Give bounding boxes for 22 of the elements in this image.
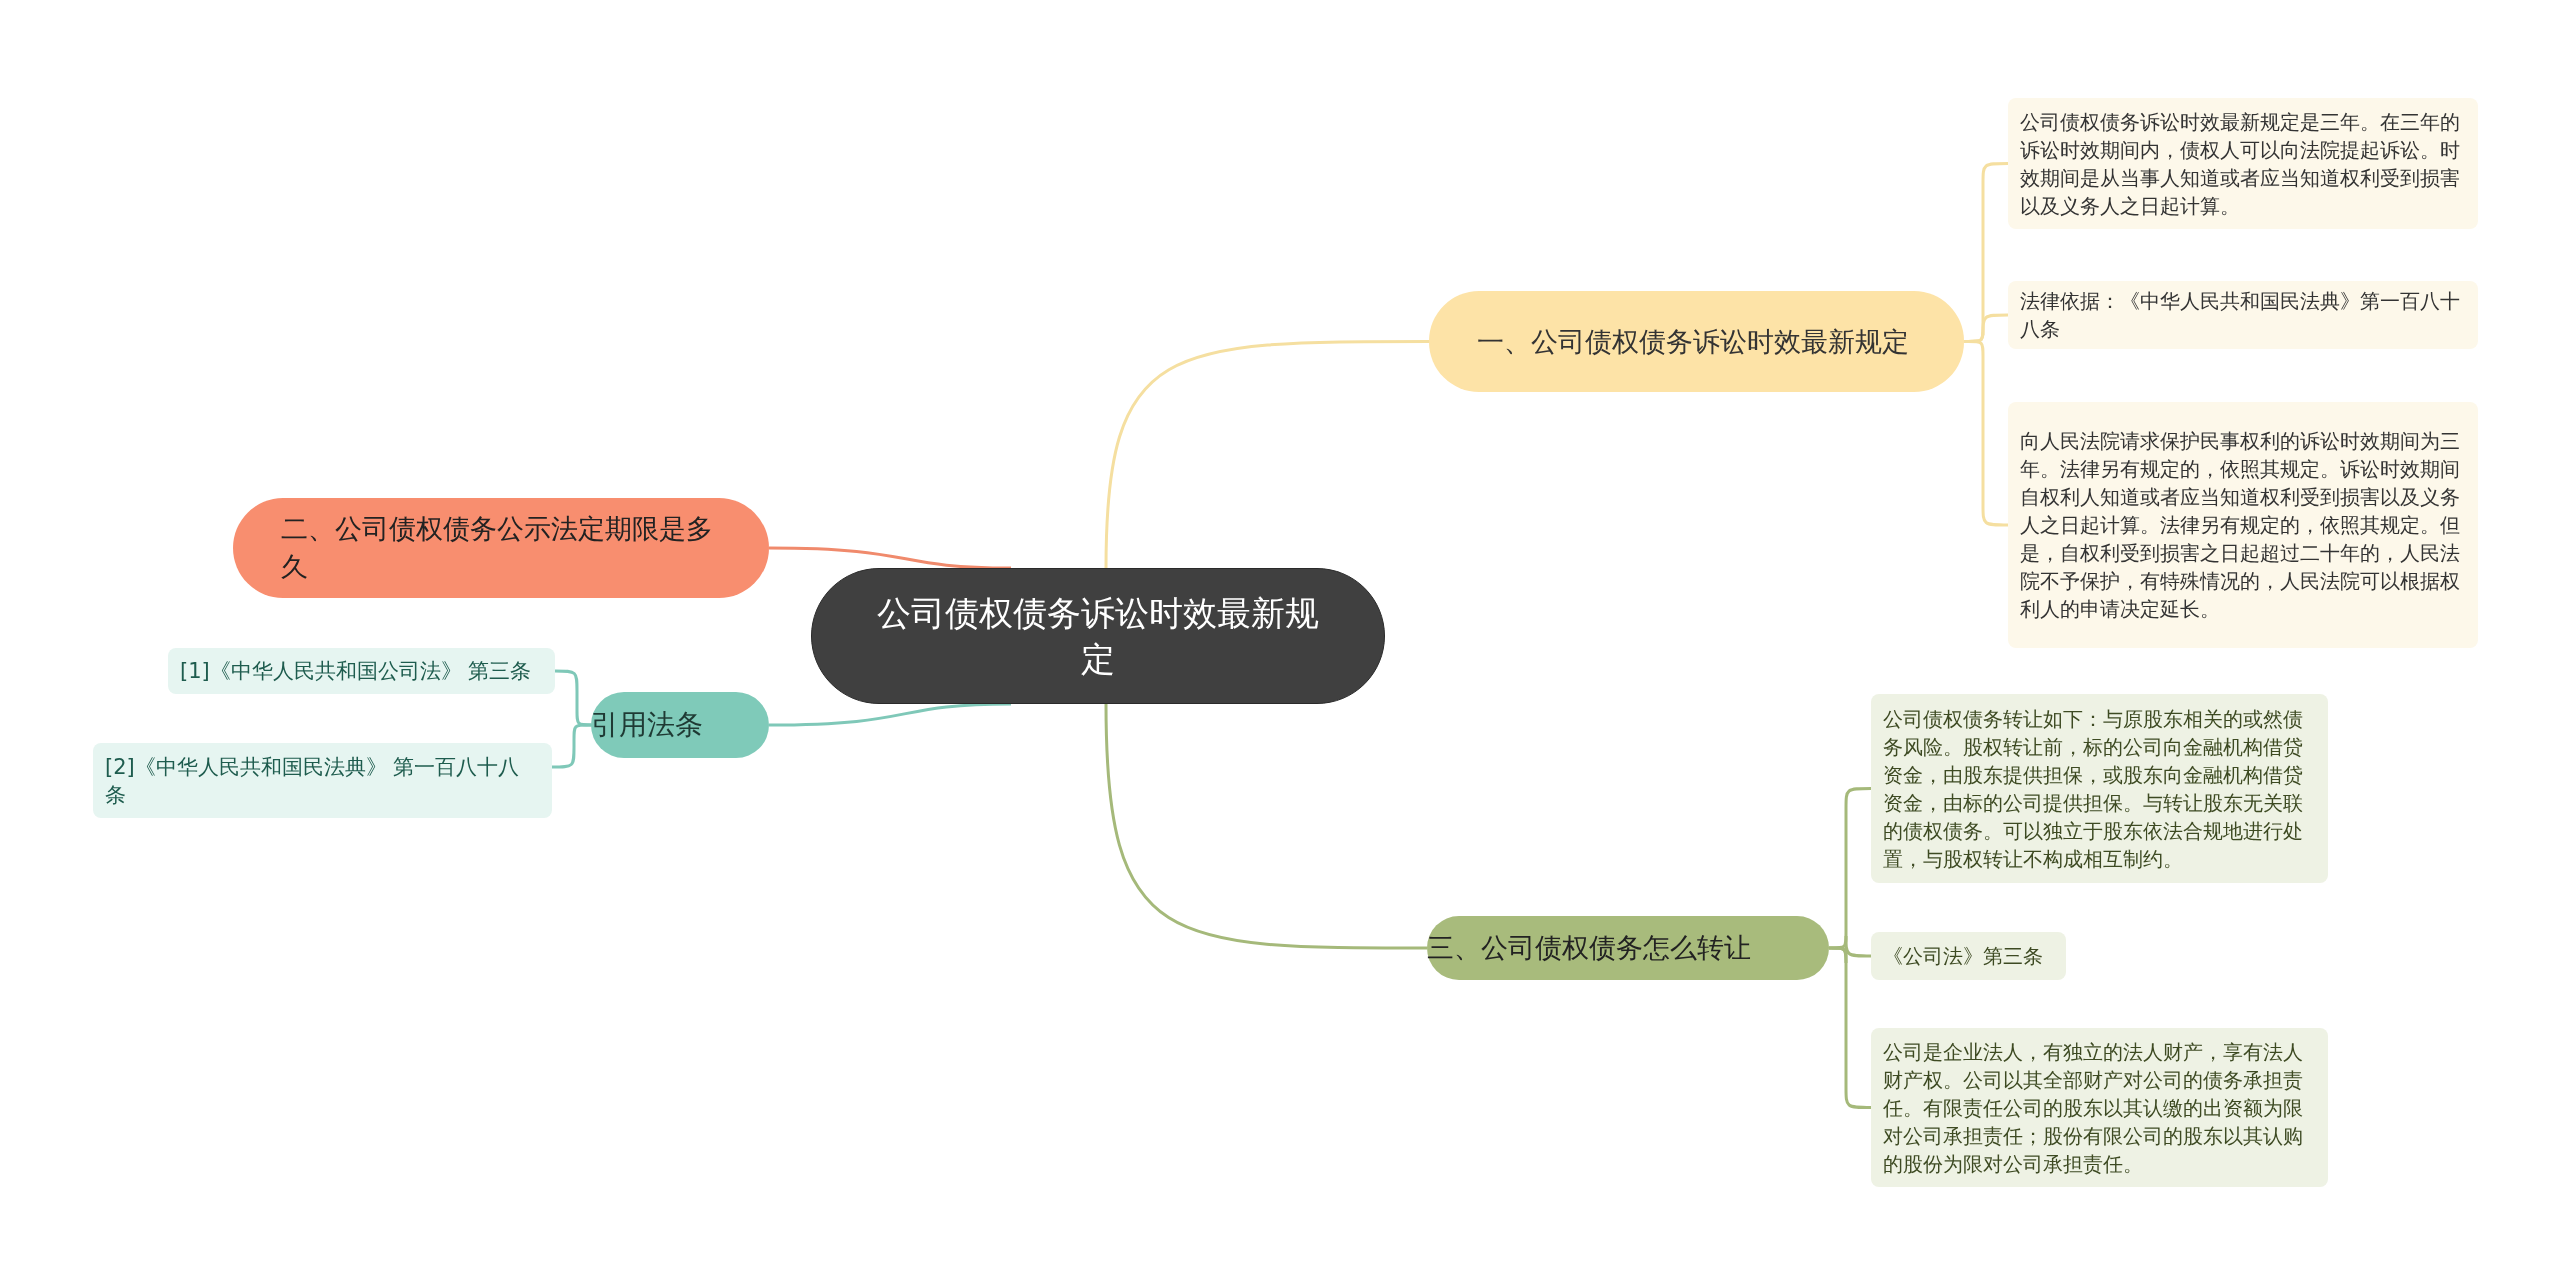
connector-line [769, 546, 1012, 570]
connector-line [768, 702, 1012, 727]
branch-topic: 三、公司债权债务怎么转让 [1427, 916, 1829, 980]
leaf-note: 《公司法》第三条 [1871, 932, 2066, 980]
connector-line [1829, 946, 1871, 1109]
leaf-note: 公司债权债务诉讼时效最新规定是三年。在三年的诉讼时效期间内，债权人可以向法院提起诉讼。时效期间是从当事人知道或者应当知道权利受到损害以及义务人之日起计算。 [2008, 98, 2478, 229]
connector-line [1964, 340, 2008, 527]
leaf-note: 公司债权债务转让如下：与原股东相关的或然债务风险。股权转让前，标的公司向金融机构借贷资金，由股东提供担保，或股东向金融机构借贷资金，由标的公司提供担保。与转让股东无关联的债权债务。可以独立于股东依法合规地进行处置，与股权转让不构成相互制约。 [1871, 694, 2328, 883]
connector-line [1829, 787, 1871, 950]
connector-line [552, 723, 591, 769]
leaf-note: 法律依据：《中华人民共和国民法典》第一百八十八条 [2008, 281, 2478, 349]
branch-topic: 一、公司债权债务诉讼时效最新规定 [1429, 291, 1964, 392]
leaf-note: 向人民法院请求保护民事权利的诉讼时效期间为三年。法律另有规定的，依照其规定。诉讼时效期间自权利人知道或者应当知道权利受到损害以及义务人之日起计算。法律另有规定的，依照其规定。但是，自权利受到损害之日起超过二十年的，人民法院不予保护，有特殊情况的，人民法院可以根据权利人的申请决定延长。 [2008, 402, 2478, 648]
central-topic: 公司债权债务诉讼时效最新规定 [811, 568, 1385, 704]
branch-topic: 二、公司债权债务公示法定期限是多久 [233, 498, 769, 598]
connector-line [1829, 934, 1871, 965]
connector-line [1104, 340, 1429, 569]
leaf-note: [1]《中华人民共和国公司法》 第三条 [168, 648, 555, 694]
branch-topic: 引用法条 [591, 692, 769, 758]
connector-line [1104, 703, 1427, 950]
leaf-note: [2]《中华人民共和国民法典》 第一百八十八条 [93, 743, 552, 818]
leaf-note: 公司是企业法人，有独立的法人财产，享有法人财产权。公司以其全部财产对公司的债务承担责任。有限责任公司的股东以其认缴的出资额为限对公司承担责任；股份有限公司的股东以其认购的股份为限对公司承担责任。 [1871, 1028, 2328, 1187]
